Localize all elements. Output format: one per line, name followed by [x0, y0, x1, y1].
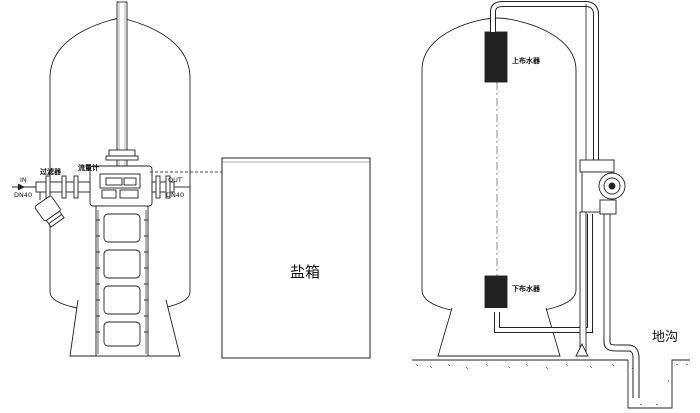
- left-support-frame: [95, 205, 149, 357]
- strainer: [34, 195, 65, 228]
- upper-distributor-label: 上布水器: [512, 57, 540, 65]
- brine-tank-label: 盐箱: [290, 263, 321, 281]
- outlet-size-label: DN40: [166, 191, 185, 199]
- right-tank-unit: [412, 1, 690, 409]
- left-riser-pipe: [116, 1, 128, 168]
- inlet-label: IN: [20, 176, 27, 184]
- right-control-head: [579, 159, 615, 173]
- lower-distributor: [484, 275, 508, 313]
- flow-meter-label: 流量计: [78, 164, 99, 172]
- inlet-size-label: DN40: [14, 191, 33, 199]
- lower-distributor-label: 下布水器: [512, 285, 540, 293]
- drain-label: 地沟: [652, 330, 679, 345]
- outlet-label: OUT: [168, 176, 182, 184]
- strainer-label: 过滤器: [40, 168, 61, 176]
- left-tank-unit: [12, 1, 222, 357]
- brine-tank: [221, 157, 371, 359]
- upper-distributor: [484, 31, 508, 83]
